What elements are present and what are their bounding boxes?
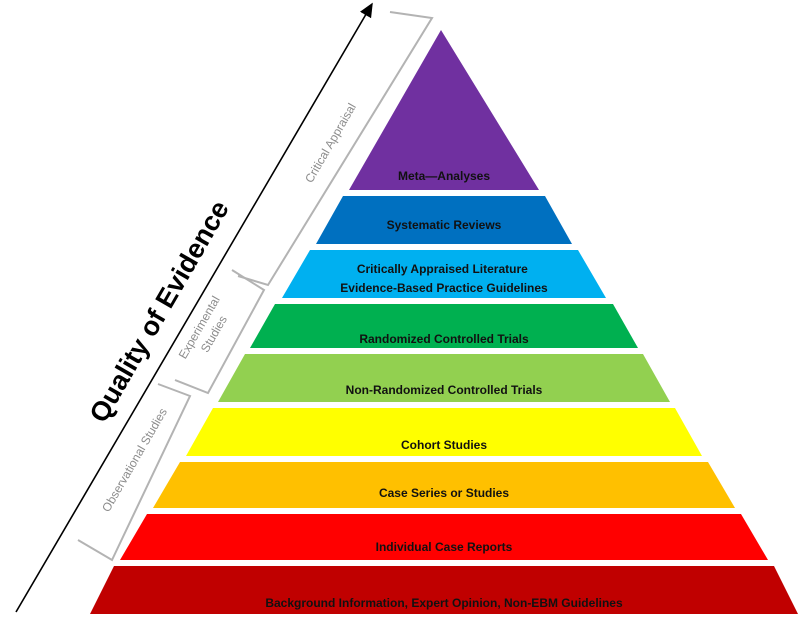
pyramid-tier-randomized-controlled-trials: Randomized Controlled Trials xyxy=(250,304,638,348)
pyramid-tier-case-series: Case Series or Studies xyxy=(153,462,735,508)
quality-axis-arrow xyxy=(15,2,373,613)
tier-label-line: Case Series or Studies xyxy=(379,486,509,500)
tier-label: Background Information, Expert Opinion, … xyxy=(265,596,623,610)
bracket-experimental-studies xyxy=(174,269,266,395)
bracket-observational-studies xyxy=(77,383,192,562)
pyramid-tier-systematic-reviews: Systematic Reviews xyxy=(316,196,572,244)
bracket-label-line: Critical Appraisal xyxy=(302,101,359,185)
tier-label: Systematic Reviews xyxy=(387,218,502,232)
tier-shape xyxy=(250,304,638,348)
tier-label: Cohort Studies xyxy=(401,438,487,452)
tier-label-line: Evidence-Based Practice Guidelines xyxy=(340,281,548,295)
tier-shape xyxy=(218,354,670,402)
pyramid-tier-cohort-studies: Cohort Studies xyxy=(186,408,702,456)
tier-label-line: Systematic Reviews xyxy=(387,218,502,232)
tier-label: Individual Case Reports xyxy=(376,540,513,554)
tier-shape xyxy=(90,566,798,614)
tier-shape xyxy=(186,408,702,456)
tier-label-line: Meta—Analyses xyxy=(398,169,490,183)
bracket-critical-appraisal xyxy=(237,11,434,287)
pyramid-tier-meta-analyses: Meta—Analyses xyxy=(349,30,539,190)
tier-label: Case Series or Studies xyxy=(379,486,509,500)
tier-label-line: Non-Randomized Controlled Trials xyxy=(346,383,543,397)
tier-shape xyxy=(120,514,768,560)
tier-label: Non-Randomized Controlled Trials xyxy=(346,383,543,397)
bracket-label-experimental-studies: Experimental Studies xyxy=(176,291,239,370)
tier-label: Meta—Analyses xyxy=(398,169,490,183)
tier-label-line: Cohort Studies xyxy=(401,438,487,452)
pyramid-tier-non-randomized-controlled-trials: Non-Randomized Controlled Trials xyxy=(218,354,670,402)
tier-shape xyxy=(316,196,572,244)
tier-label-line: Background Information, Expert Opinion, … xyxy=(265,596,623,610)
tier-label: Randomized Controlled Trials xyxy=(359,332,529,346)
tier-label: Critically Appraised Literature Evidence… xyxy=(340,262,548,295)
tier-shape xyxy=(282,250,606,298)
tier-shape xyxy=(153,462,735,508)
tier-label-line: Individual Case Reports xyxy=(376,540,513,554)
tier-label-line: Critically Appraised Literature xyxy=(357,262,528,276)
tier-label-line: Randomized Controlled Trials xyxy=(359,332,529,346)
pyramid-tier-background-information: Background Information, Expert Opinion, … xyxy=(90,566,798,614)
pyramid-tier-individual-case-reports: Individual Case Reports xyxy=(120,514,768,560)
bracket-label-critical-appraisal: Critical Appraisal xyxy=(302,101,359,185)
pyramid-tier-critically-appraised-literature: Critically Appraised Literature Evidence… xyxy=(282,250,606,298)
tier-shape xyxy=(349,30,539,190)
